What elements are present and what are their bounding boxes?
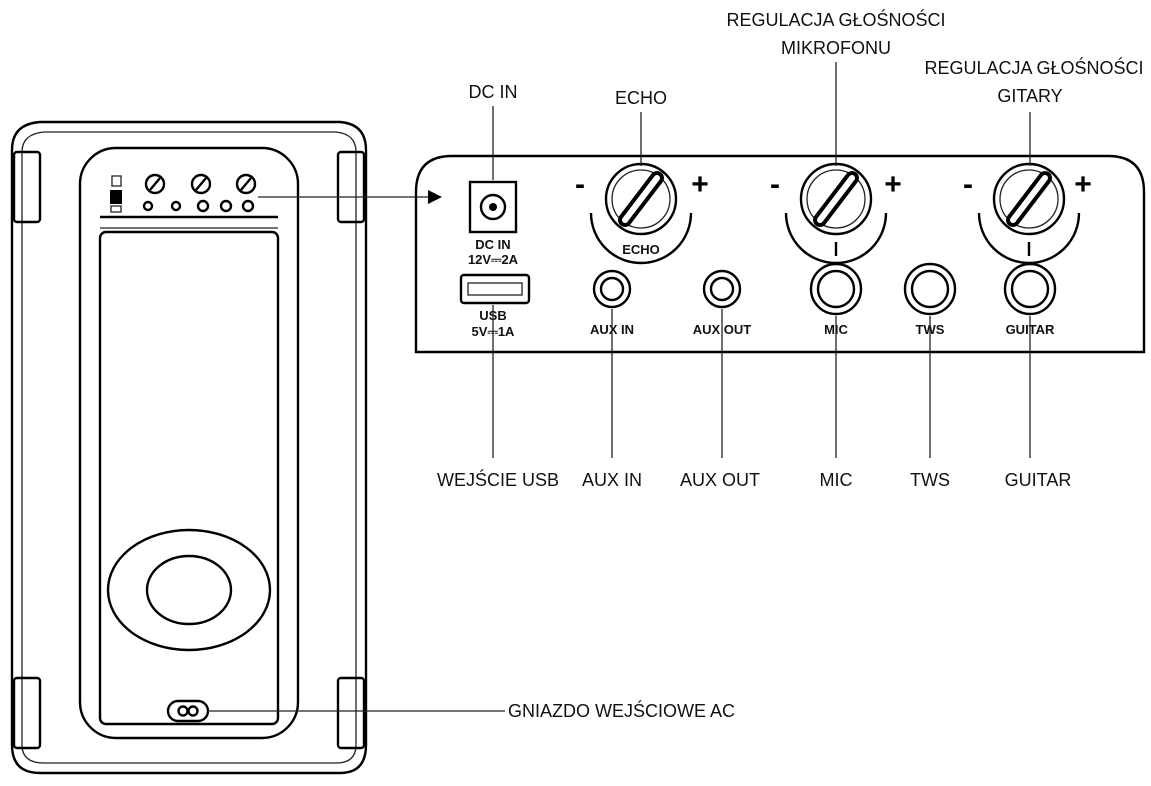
- leader-lines: [208, 62, 1031, 712]
- tws-jack: [903, 262, 957, 316]
- echo-plus-sign: +: [691, 168, 709, 201]
- callout-dc-in: DC IN: [469, 82, 518, 102]
- back-plate: [78, 146, 300, 740]
- panel-label-dc-in: DC IN: [475, 237, 510, 252]
- callout-mic-volume-line2: MIKROFONU: [781, 38, 891, 58]
- echo-minus-sign: -: [575, 168, 585, 201]
- carry-handle-inner: [145, 554, 233, 626]
- dc-in-port: [468, 180, 518, 234]
- mic-volume-knob: [784, 162, 888, 265]
- guitar-plus-sign: +: [1074, 168, 1092, 201]
- guitar-volume-knob: [977, 162, 1081, 265]
- corner-bumper-bottom-left: [12, 676, 42, 750]
- callout-ac-socket: GNIAZDO WEJŚCIOWE AC: [508, 700, 735, 721]
- corner-bumper-top-left: [12, 150, 42, 224]
- callout-mic: MIC: [820, 470, 853, 490]
- control-panel-zoom: DC IN 12V⎓2A USB 5V⎓1A ECHO AUX IN AUX O…: [414, 154, 1146, 354]
- guitar-minus-sign: -: [963, 168, 973, 201]
- callout-echo: ECHO: [615, 88, 667, 108]
- aux-in-jack: [592, 269, 632, 309]
- callout-guitar: GUITAR: [1005, 470, 1072, 490]
- panel-label-echo: ECHO: [622, 242, 660, 257]
- mic-jack: [809, 262, 863, 316]
- panel-label-dc-in-rating: 12V⎓2A: [468, 252, 519, 267]
- back-plate-inner: [98, 230, 280, 726]
- mic-plus-sign: +: [884, 168, 902, 201]
- callout-aux-in: AUX IN: [582, 470, 642, 490]
- callout-guitar-volume-line1: REGULACJA GŁOŚNOŚCI: [924, 57, 1143, 78]
- carry-handle-outer: [106, 528, 272, 652]
- usb-port: [459, 273, 531, 305]
- speaker-body: [10, 120, 368, 775]
- corner-bumper-top-right: [336, 150, 366, 224]
- callout-tws: TWS: [910, 470, 950, 490]
- corner-bumper-bottom-right: [336, 676, 366, 750]
- zoom-pointer-arrow-icon: [428, 190, 442, 204]
- mic-minus-sign: -: [770, 168, 780, 201]
- callout-usb-input: WEJŚCIE USB: [437, 469, 559, 490]
- callout-guitar-volume-line2: GITARY: [997, 86, 1062, 106]
- aux-out-jack: [702, 269, 742, 309]
- mini-control-strip: [110, 173, 257, 213]
- guitar-jack: [1003, 262, 1057, 316]
- callout-mic-volume-line1: REGULACJA GŁOŚNOŚCI: [726, 9, 945, 30]
- callout-aux-out: AUX OUT: [680, 470, 760, 490]
